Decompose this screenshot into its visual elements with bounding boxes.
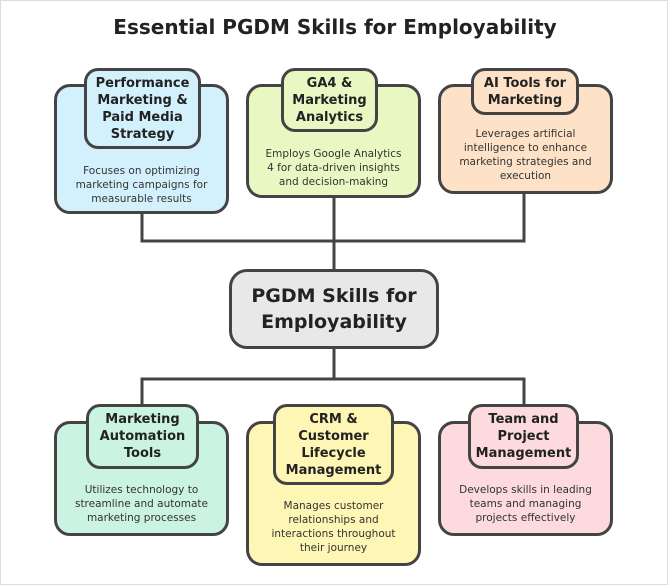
- skill-description: Manages customer relationships and inter…: [271, 500, 396, 554]
- skill-title: Marketing Automation Tools: [86, 404, 199, 469]
- skill-description: Develops skills in leading teams and man…: [459, 484, 592, 524]
- skill-card-team-project-management: [438, 421, 613, 536]
- skill-title: Team and Project Management: [468, 404, 579, 469]
- central-node: PGDM Skills for Employability: [229, 269, 439, 349]
- skill-title: AI Tools for Marketing: [471, 68, 579, 115]
- diagram-title: Essential PGDM Skills for Employability: [113, 15, 557, 39]
- skill-description: Leverages artificial intelligence to enh…: [459, 128, 592, 182]
- connector-top: [140, 192, 526, 271]
- skill-title: Performance Marketing & Paid Media Strat…: [84, 68, 201, 149]
- skill-title: CRM & Customer Lifecycle Management: [273, 404, 394, 485]
- connector-bottom: [140, 347, 526, 423]
- skill-title: GA4 & Marketing Analytics: [281, 68, 378, 132]
- skill-description: Utilizes technology to streamline and au…: [74, 484, 209, 524]
- skill-description: Focuses on optimizing marketing campaign…: [75, 165, 208, 205]
- skill-description: Employs Google Analytics 4 for data-driv…: [265, 148, 402, 188]
